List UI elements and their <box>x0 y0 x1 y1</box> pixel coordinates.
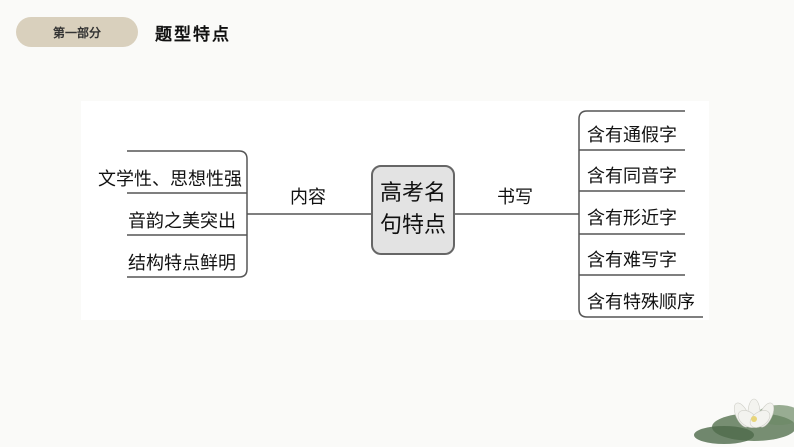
right-item: 含有难写字 <box>587 250 677 271</box>
center-line-2: 句特点 <box>379 213 446 238</box>
right-item: 含有同音字 <box>587 166 677 187</box>
section-title: 题型特点 <box>155 25 231 45</box>
center-line-1: 高考名 <box>379 181 446 206</box>
mindmap-diagram: 高考名 句特点 内容 书写 文学性、思想性强 音韵之美突出 结构特点鲜明 含有通… <box>81 101 709 320</box>
right-item: 含有形近字 <box>587 208 677 229</box>
left-item: 结构特点鲜明 <box>128 253 236 274</box>
right-item: 含有特殊顺序 <box>587 292 695 313</box>
lotus-decoration <box>694 398 794 444</box>
left-item: 文学性、思想性强 <box>98 169 242 190</box>
section-tag: 第一部分 <box>16 17 138 47</box>
mindmap-connectors <box>127 110 703 318</box>
center-node: 高考名 句特点 <box>371 165 455 255</box>
right-branch-label: 书写 <box>497 187 533 208</box>
left-branch-label: 内容 <box>290 187 326 208</box>
left-item: 音韵之美突出 <box>128 211 236 232</box>
right-item: 含有通假字 <box>587 125 677 146</box>
